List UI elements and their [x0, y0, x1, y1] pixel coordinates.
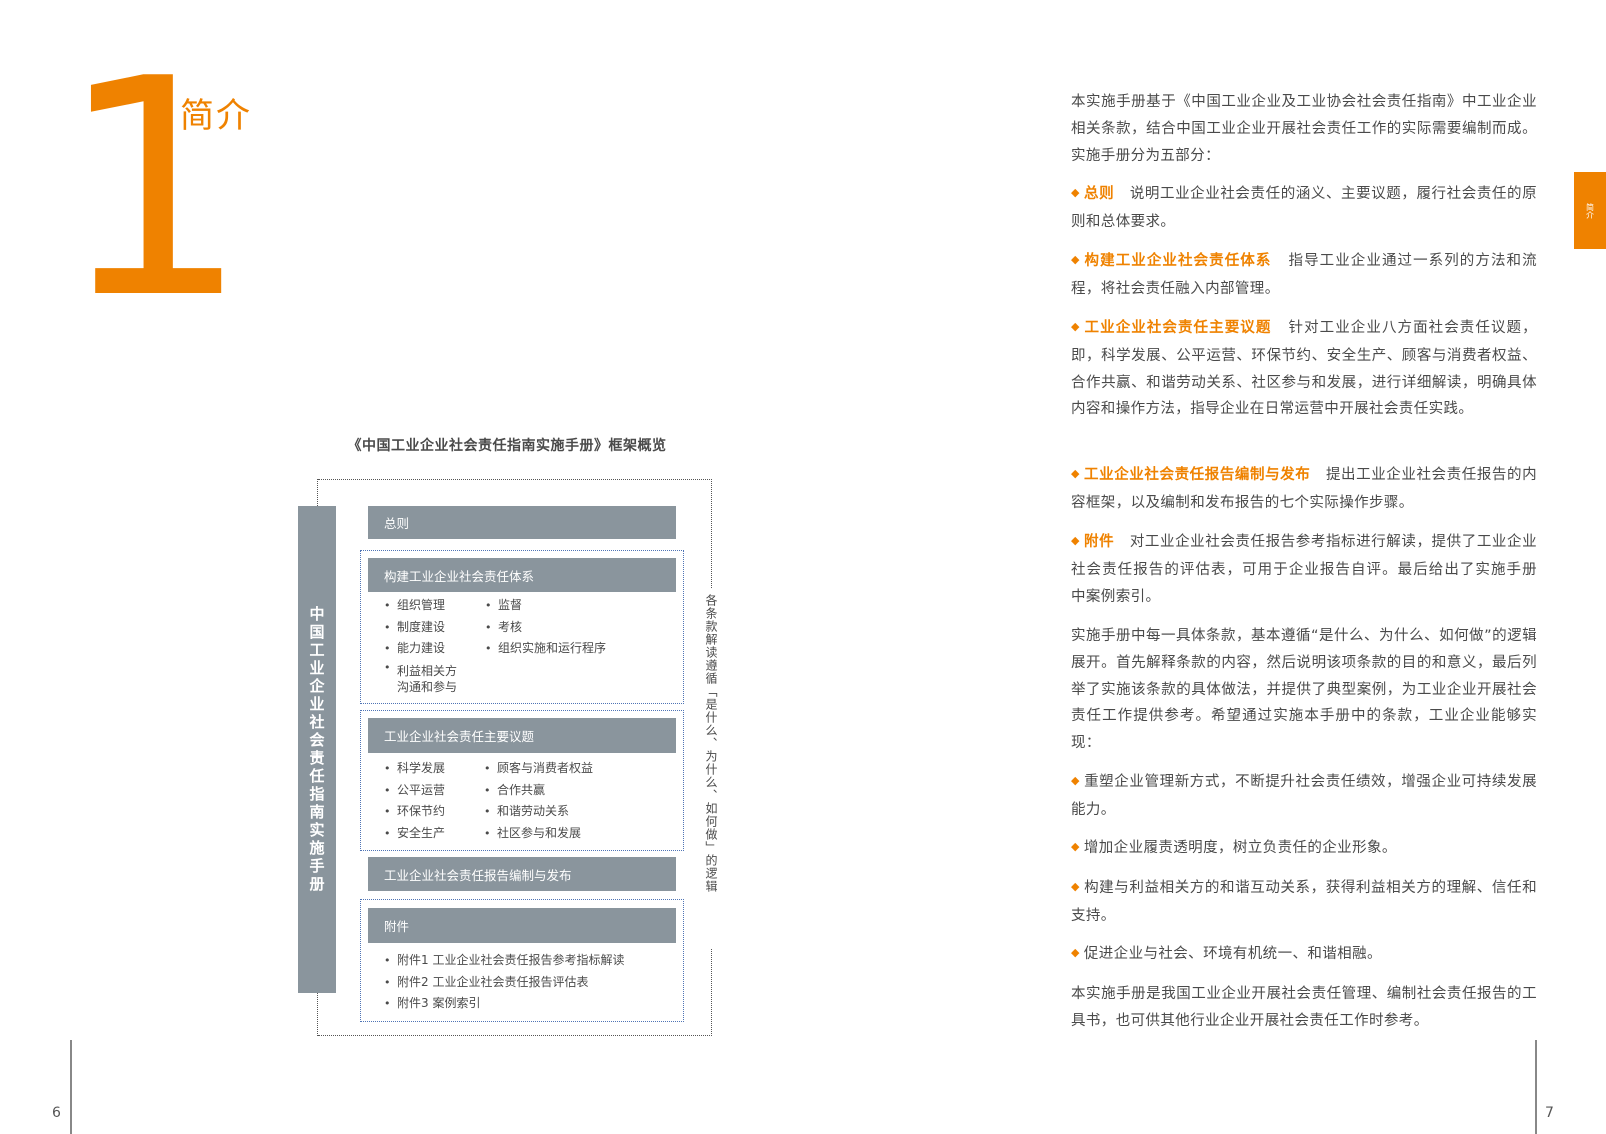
side-tab-label: 简介 [1585, 202, 1595, 219]
list-item: 环保节约 [384, 801, 484, 823]
section-title: 附件 [384, 919, 410, 934]
part-text: 指导工业企业通过一系列的方法和流程，将社会责任融入内部管理。 [1071, 253, 1537, 297]
frame-connector-bottom [317, 993, 319, 1036]
list-item: 组织管理 [384, 595, 484, 617]
section-system-header: 构建工业企业社会责任体系 [368, 558, 676, 592]
list-item: 和谐劳动关系 [484, 801, 674, 823]
goal-item: ◆增加企业履责透明度，树立负责任的企业形象。 [1071, 835, 1537, 863]
chapter-title: 简介 [180, 96, 252, 136]
part-item: ◆工业企业社会责任主要议题 针对工业企业八方面社会责任议题，即，科学发展、公平运… [1071, 315, 1537, 423]
part-item: ◆工业企业社会责任报告编制与发布 提出工业企业社会责任报告的内容框架，以及编制和… [1071, 462, 1537, 517]
section-title: 工业企业社会责任报告编制与发布 [384, 867, 572, 883]
section-title: 总则 [384, 516, 410, 531]
list-item: 顾客与消费者权益 [484, 758, 674, 780]
part-title: 附件 [1084, 534, 1115, 550]
list-item: 社区参与和发展 [484, 823, 674, 845]
list-item: 安全生产 [384, 823, 484, 845]
diagram-vertical-label-bar: 中国工业企业社会责任指南实施手册 [298, 506, 336, 993]
chapter-side-tab[interactable]: 简介 [1574, 172, 1606, 249]
section-issues-left-list: 科学发展 公平运营 环保节约 安全生产 [384, 758, 484, 844]
list-item: 监督 [485, 595, 665, 617]
section-appendix-group [360, 899, 684, 1022]
section-general: 总则 [368, 506, 676, 539]
part-title: 工业企业社会责任主要议题 [1084, 320, 1272, 336]
right-page-body: 本实施手册基于《中国工业企业及工业协会社会责任指南》中工业企业相关条款，结合中国… [1071, 89, 1537, 1049]
part-item: ◆构建工业企业社会责任体系 指导工业企业通过一系列的方法和流程，将社会责任融入内… [1071, 248, 1537, 303]
list-item: 附件2 工业企业社会责任报告评估表 [384, 972, 674, 994]
diamond-bullet-icon: ◆ [1071, 253, 1081, 266]
goal-text: 重塑企业管理新方式，不断提升社会责任绩效，增强企业可持续发展能力。 [1071, 774, 1537, 818]
diagram-title: 《中国工业企业社会责任指南实施手册》框架概览 [347, 438, 667, 454]
list-item: 利益相关方沟通和参与 [384, 660, 465, 695]
frame-connector-top [317, 479, 319, 506]
list-item: 附件1 工业企业社会责任报告参考指标解读 [384, 950, 674, 972]
section-issues-header: 工业企业社会责任主要议题 [368, 718, 676, 753]
frame-gap [704, 588, 718, 948]
part-title: 总则 [1084, 186, 1115, 202]
page-rule-right [1535, 1040, 1537, 1134]
diamond-bullet-icon: ◆ [1071, 320, 1081, 333]
page-number-left: 6 [52, 1105, 61, 1121]
part-text: 提出工业企业社会责任报告的内容框架，以及编制和发布报告的七个实际操作步骤。 [1071, 467, 1537, 511]
list-item: 组织实施和运行程序 [485, 638, 665, 660]
section-title: 工业企业社会责任主要议题 [384, 729, 535, 744]
part-item: ◆附件 对工业企业社会责任报告参考指标进行解读，提供了工业企业社会责任报告的评估… [1071, 529, 1537, 610]
part-text: 说明工业企业社会责任的涵义、主要议题，履行社会责任的原则和总体要求。 [1071, 186, 1537, 230]
list-item: 考核 [485, 617, 665, 639]
list-item: 附件3 案例索引 [384, 993, 674, 1015]
section-issues-right-list: 顾客与消费者权益 合作共赢 和谐劳动关系 社区参与和发展 [484, 758, 674, 844]
goal-item: ◆促进企业与社会、环境有机统一、和谐相融。 [1071, 941, 1537, 969]
diamond-bullet-icon: ◆ [1071, 880, 1081, 893]
section-system-left-list: 组织管理 制度建设 能力建设 利益相关方沟通和参与 [384, 595, 484, 695]
goal-text: 构建与利益相关方的和谐互动关系，获得利益相关方的理解、信任和支持。 [1071, 880, 1537, 924]
list-item: 公平运营 [384, 780, 484, 802]
list-item: 制度建设 [384, 617, 484, 639]
goal-text: 促进企业与社会、环境有机统一、和谐相融。 [1083, 946, 1382, 962]
diamond-bullet-icon: ◆ [1071, 840, 1080, 853]
section-appendix-header: 附件 [368, 908, 676, 943]
goal-item: ◆构建与利益相关方的和谐互动关系，获得利益相关方的理解、信任和支持。 [1071, 875, 1537, 930]
part-text: 针对工业企业八方面社会责任议题，即，科学发展、公平运营、环保节约、安全生产、顾客… [1071, 320, 1537, 418]
method-paragraph: 实施手册中每一具体条款，基本遵循“是什么、为什么、如何做”的逻辑展开。首先解释条… [1071, 628, 1537, 752]
diamond-bullet-icon: ◆ [1071, 186, 1081, 199]
part-title: 构建工业企业社会责任体系 [1084, 253, 1272, 269]
section-issues-group [360, 710, 684, 851]
diamond-bullet-icon: ◆ [1071, 774, 1081, 787]
section-appendix-list: 附件1 工业企业社会责任报告参考指标解读 附件2 工业企业社会责任报告评估表 附… [384, 950, 674, 1015]
part-item: ◆总则 说明工业企业社会责任的涵义、主要议题，履行社会责任的原则和总体要求。 [1071, 181, 1537, 236]
section-title: 构建工业企业社会责任体系 [384, 568, 535, 584]
intro-paragraph: 本实施手册基于《中国工业企业及工业协会社会责任指南》中工业企业相关条款，结合中国… [1071, 94, 1537, 164]
diamond-bullet-icon: ◆ [1071, 534, 1081, 547]
chapter-number: 1 [58, 15, 249, 364]
diagram-side-note: 各条款解读遵循「是什么、为什么、如何做」的逻辑 [704, 594, 718, 893]
goal-item: ◆重塑企业管理新方式，不断提升社会责任绩效，增强企业可持续发展能力。 [1071, 769, 1537, 824]
diagram-vertical-label: 中国工业企业社会责任指南实施手册 [307, 605, 326, 894]
part-text: 对工业企业社会责任报告参考指标进行解读，提供了工业企业社会责任报告的评估表，可用… [1071, 534, 1537, 605]
list-item: 科学发展 [384, 758, 484, 780]
diamond-bullet-icon: ◆ [1071, 467, 1081, 480]
list-item: 能力建设 [384, 638, 484, 660]
page-rule-left [70, 1040, 72, 1134]
page-number-right: 7 [1545, 1105, 1554, 1121]
goal-text: 增加企业履责透明度，树立负责任的企业形象。 [1083, 840, 1397, 856]
section-system-right-list: 监督 考核 组织实施和运行程序 [485, 595, 665, 660]
section-report: 工业企业社会责任报告编制与发布 [368, 857, 676, 891]
part-title: 工业企业社会责任报告编制与发布 [1084, 467, 1311, 483]
section-system-group [360, 550, 684, 704]
list-item: 合作共赢 [484, 780, 674, 802]
diamond-bullet-icon: ◆ [1071, 946, 1080, 959]
closing-paragraph: 本实施手册是我国工业企业开展社会责任管理、编制社会责任报告的工具书，也可供其他行… [1071, 986, 1537, 1029]
